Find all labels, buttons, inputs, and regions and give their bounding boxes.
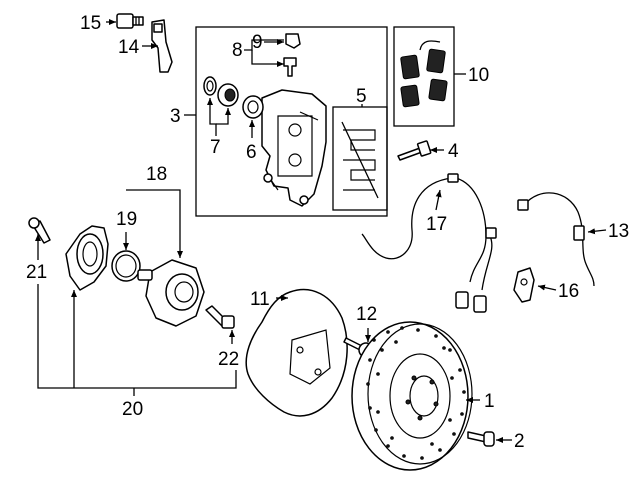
callout-21: 21 [26, 262, 47, 283]
callout-3: 3 [170, 106, 181, 127]
wear-sensor-harness-17 [361, 173, 497, 313]
callout-4: 4 [448, 141, 459, 162]
callout-16: 16 [558, 281, 579, 302]
callout-17: 17 [426, 214, 447, 235]
callout-18: 18 [146, 164, 167, 185]
hub-bolt-22 [205, 305, 235, 329]
callout-11: 11 [250, 289, 270, 310]
callout-8: 8 [232, 40, 243, 61]
caliper-assembly-box [195, 26, 388, 217]
speed-sensor-13 [517, 192, 595, 287]
callout-9: 9 [252, 32, 263, 53]
bearing-bolt-21 [28, 217, 51, 244]
callout-15: 15 [80, 13, 101, 34]
callout-22: 22 [218, 349, 239, 370]
callout-10: 10 [468, 65, 489, 86]
brake-pads-box [393, 26, 455, 127]
snap-ring-19 [111, 250, 141, 282]
abs-sensor-16 [513, 267, 535, 303]
brake-rotor-1 [351, 321, 473, 471]
callout-13: 13 [608, 221, 629, 242]
sensor-bracket-14 [151, 19, 173, 73]
bearing-assembly-20 [65, 225, 109, 291]
callout-2: 2 [514, 431, 525, 452]
callout-20: 20 [122, 399, 143, 420]
callout-labels: 15 14 9 8 10 5 3 7 6 4 18 19 17 13 21 16… [26, 13, 629, 452]
callout-1: 1 [484, 391, 495, 412]
splash-shield-11 [245, 288, 348, 417]
callout-6: 6 [246, 142, 257, 163]
caliper-bolt-4 [397, 140, 432, 161]
bracket-bolt-15 [116, 13, 144, 29]
pad-clip-kit-box [332, 106, 388, 211]
callout-7: 7 [210, 137, 221, 158]
leader-lines [35, 19, 607, 443]
callout-12: 12 [356, 304, 377, 325]
callout-19: 19 [116, 209, 137, 230]
callout-14: 14 [118, 37, 140, 58]
wheel-hub-18 [137, 259, 205, 327]
callout-5: 5 [356, 86, 367, 107]
rotor-screw-2 [467, 431, 495, 447]
